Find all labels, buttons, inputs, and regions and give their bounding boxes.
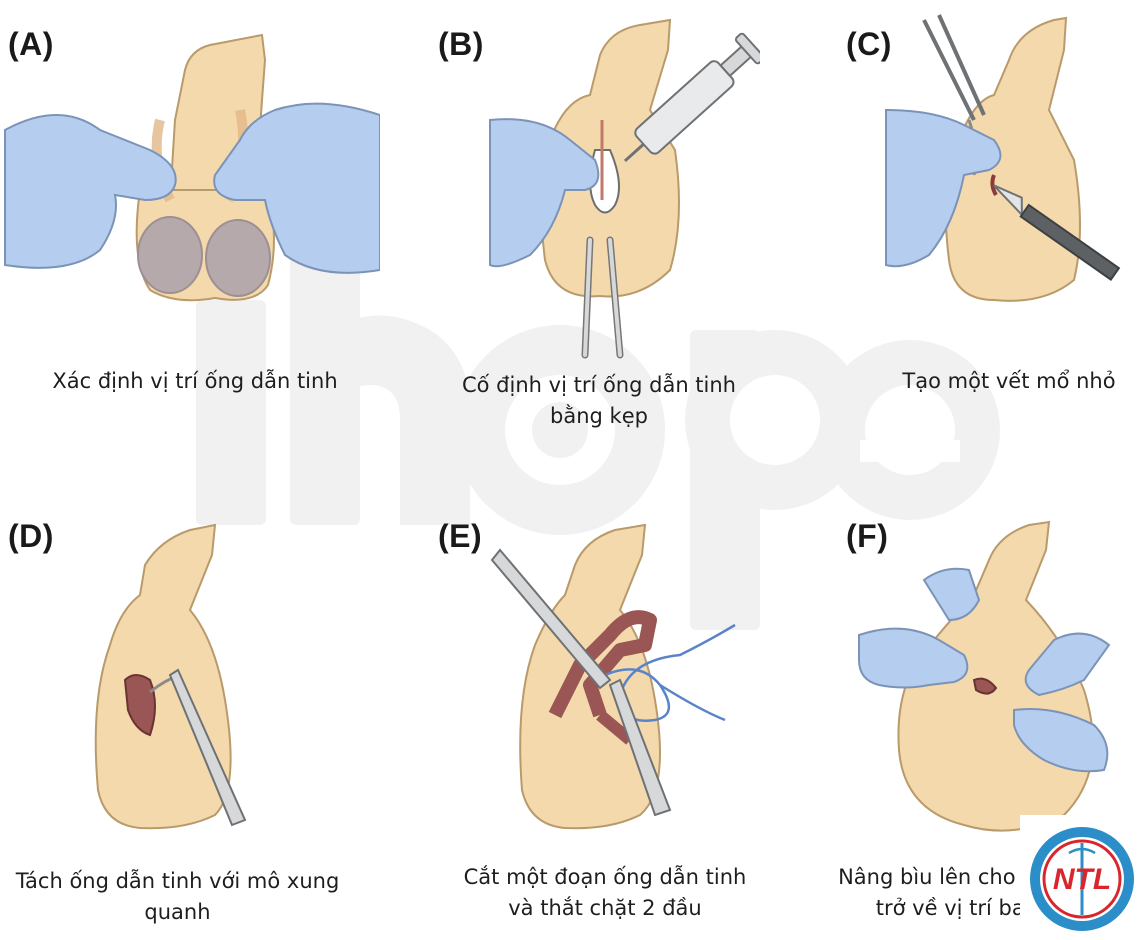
glove-left	[4, 114, 177, 269]
caption-d: Tách ống dẫn tinh với mô xung quanh	[15, 869, 340, 924]
glove-f-right	[1024, 632, 1111, 697]
panel-label-a: (A)	[8, 26, 54, 62]
panel-label-b: (B)	[438, 26, 484, 62]
panel-e: (E) Cắt một đoạn ống dẫn tinh và thắt ch…	[380, 470, 760, 940]
glove-f-left	[858, 627, 969, 689]
panel-c: (C) Tạo một vết mổ nhỏ	[764, 0, 1144, 470]
caption-c: Tạo một vết mổ nhỏ	[902, 369, 1116, 393]
panel-label-f: (F)	[846, 518, 889, 554]
glove-right	[213, 102, 380, 274]
caption-e: Cắt một đoạn ống dẫn tinh và thắt chặt 2…	[463, 865, 747, 920]
panel-a: (A) Xác định vị trí ống dẫn tinh	[0, 0, 380, 470]
syringe	[623, 32, 760, 163]
scalpel	[992, 184, 1121, 281]
glove-b	[489, 118, 600, 268]
ntl-logo: NTL	[1020, 815, 1144, 940]
illustration-d	[94, 523, 247, 830]
panel-label-e: (E)	[438, 518, 483, 554]
panel-d: (D) Tách ống dẫn tinh với mô xung quanh	[0, 470, 380, 940]
illustration-e	[490, 523, 736, 830]
caption-a: Xác định vị trí ống dẫn tinh	[52, 369, 338, 393]
glove-f-bottom	[1013, 708, 1109, 773]
panel-label-c: (C)	[846, 26, 892, 62]
panel-b: (B) Cố định vị trí ống dẫn tinh bằng kẹp	[380, 0, 760, 470]
caption-b: Cố định vị trí ống dẫn tinh bằng kẹp	[462, 373, 736, 428]
panel-label-d: (D)	[8, 518, 54, 554]
glove-c	[885, 108, 1002, 268]
dissector	[168, 668, 247, 827]
logo-text: NTL	[1053, 863, 1111, 896]
illustration-f	[858, 520, 1111, 832]
illustration-c	[885, 14, 1121, 302]
illustration-b	[489, 18, 760, 359]
glove-f-top	[922, 567, 981, 622]
scissors-blade	[490, 548, 612, 690]
illustration-a	[4, 33, 380, 302]
needle-holder	[608, 678, 672, 817]
